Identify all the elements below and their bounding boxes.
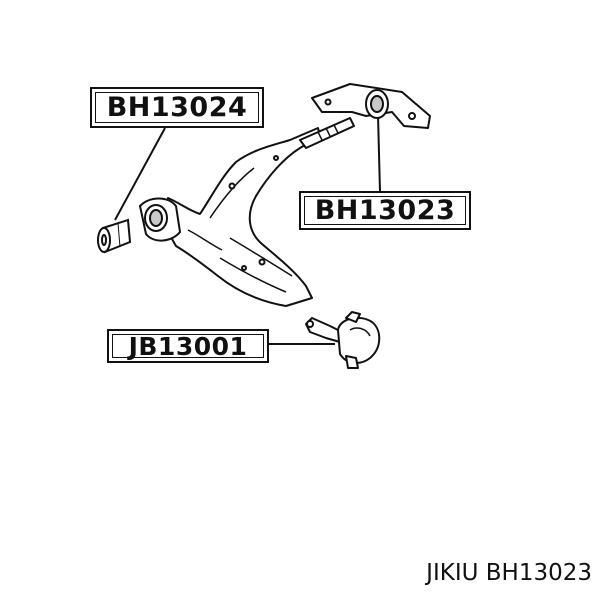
- bracket-bh13023-drawing: [311, 83, 431, 129]
- part-label-bh13023: BH13023: [299, 191, 471, 230]
- leader-line-bh13024: [114, 127, 166, 221]
- leader-line-bh13023: [377, 114, 381, 193]
- part-label-jb13001: JB13001: [107, 329, 269, 363]
- part-label-bh13024: BH13024: [90, 87, 264, 128]
- control-arm-drawing: [139, 117, 355, 307]
- bushing-bh13024-drawing: [97, 218, 132, 254]
- ball-joint-jb13001-drawing: [305, 311, 381, 369]
- brand-part-caption: JIKIU BH13023: [426, 560, 592, 586]
